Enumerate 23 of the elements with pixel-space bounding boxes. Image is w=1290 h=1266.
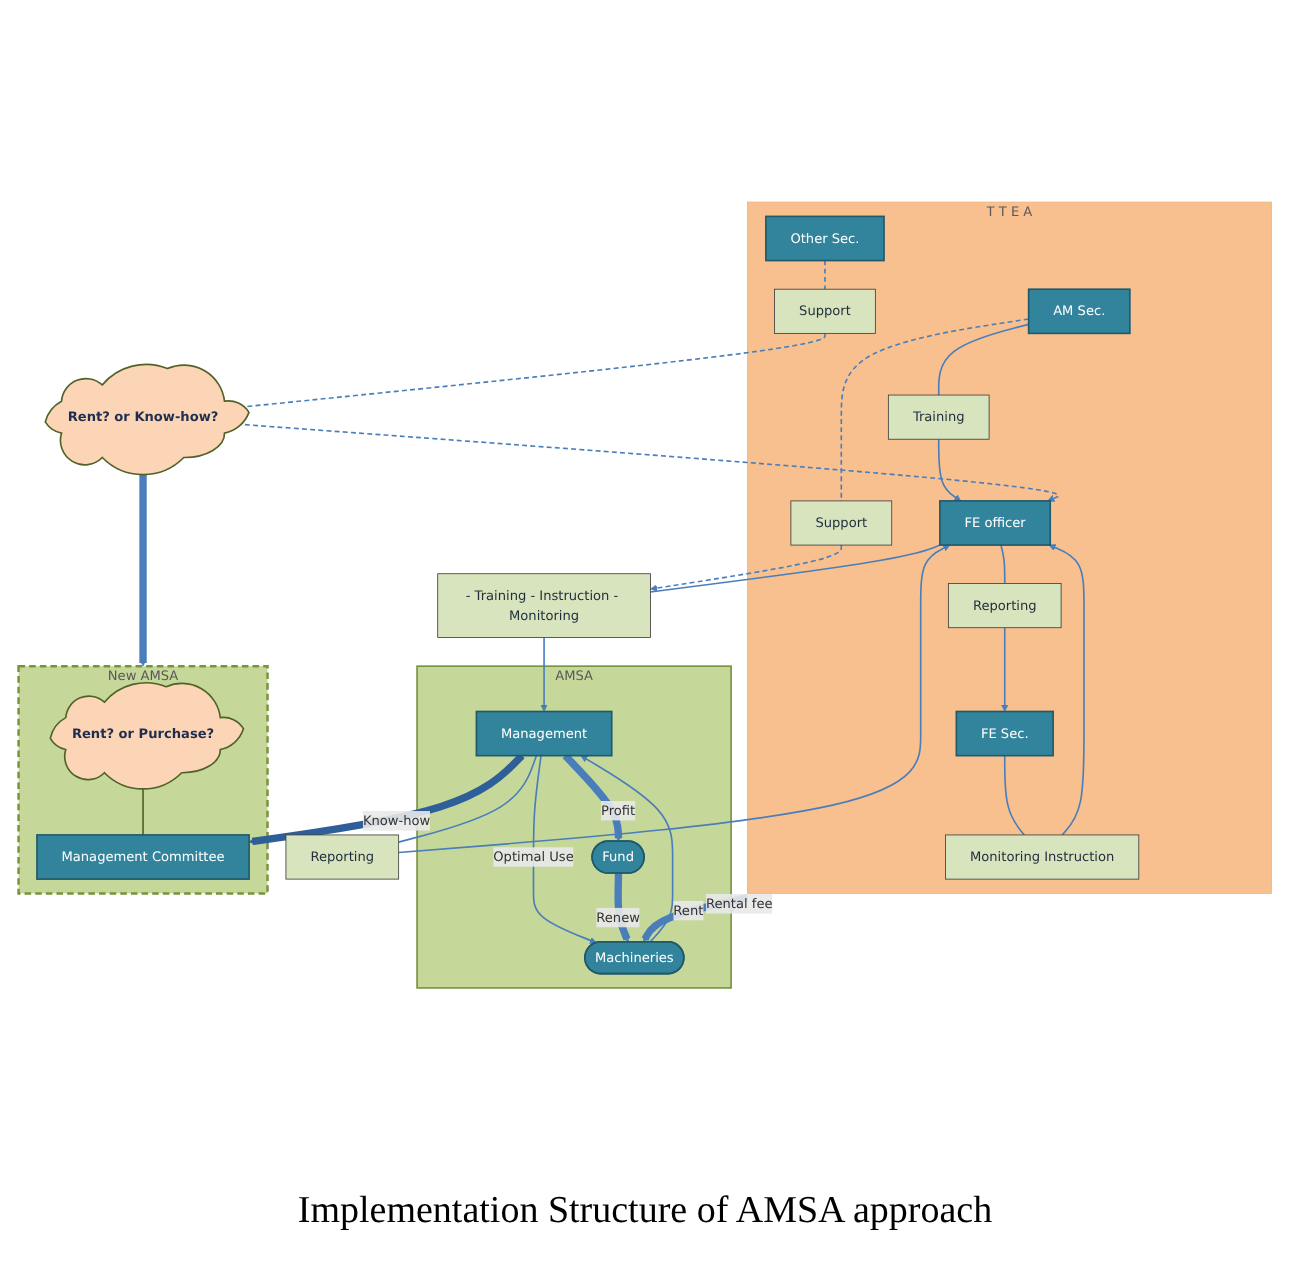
caption: Implementation Structure of AMSA approach [297,1190,993,1234]
connector [244,332,826,408]
arrow [397,544,951,854]
arrow [562,753,623,842]
connector [1000,544,1006,585]
connector [840,318,1030,502]
connector [142,785,144,836]
arrow [614,873,631,943]
arrow [532,754,597,944]
arrow [650,544,843,592]
connector [824,259,826,290]
arrow [1001,626,1009,712]
arrow [248,753,525,846]
connector [649,544,941,593]
arrow [139,470,147,667]
arrow [244,423,1060,502]
arrow [540,636,548,712]
connector [1003,754,1026,836]
arrow [580,755,674,943]
arrow [1048,544,1085,836]
arrow [937,438,962,502]
connector [937,323,1030,396]
connector [397,754,538,843]
